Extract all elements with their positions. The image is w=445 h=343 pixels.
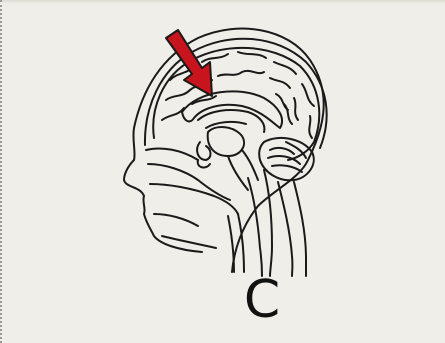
pointer-arrow-icon bbox=[166, 30, 212, 96]
cerebellum-folia bbox=[268, 142, 306, 172]
brainstem bbox=[248, 170, 272, 276]
pituitary-region bbox=[197, 142, 210, 167]
thalamus bbox=[208, 127, 244, 156]
palate bbox=[150, 184, 238, 214]
head-outline bbox=[124, 29, 324, 272]
spinal-canal bbox=[278, 182, 306, 276]
nasal-cavity bbox=[146, 148, 230, 200]
panel-label: C bbox=[238, 270, 286, 330]
cerebrum-outline bbox=[153, 48, 319, 160]
cerebellum bbox=[259, 138, 314, 180]
airway bbox=[228, 214, 244, 272]
